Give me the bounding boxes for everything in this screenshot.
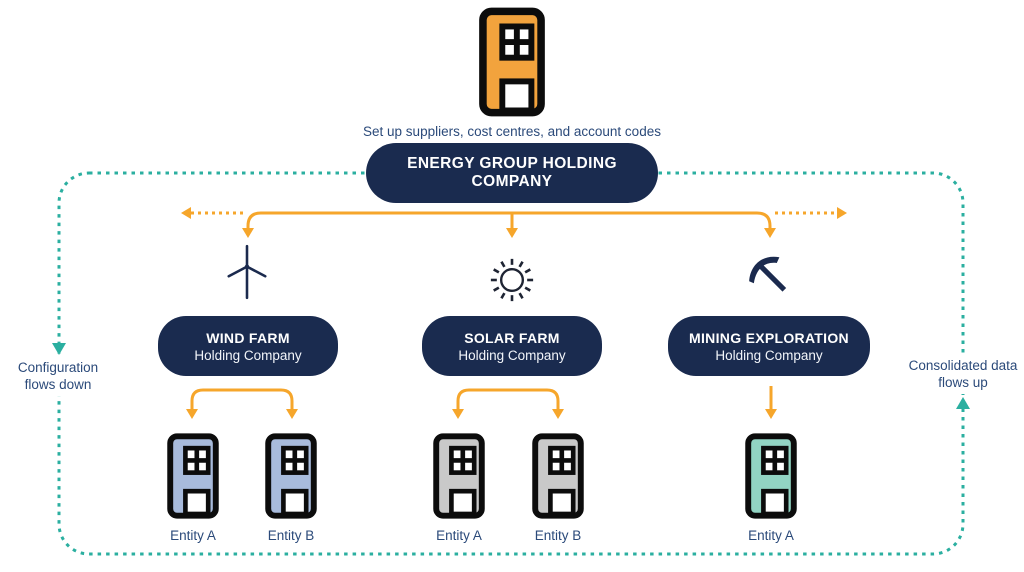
wind-farm-pill: WIND FARM Holding Company bbox=[158, 316, 338, 376]
wind-farm-title: WIND FARM bbox=[206, 329, 290, 346]
solar-farm-subtitle: Holding Company bbox=[458, 347, 566, 363]
mining-entity-a-building-icon bbox=[744, 432, 798, 520]
flow-down-arrowhead bbox=[52, 343, 66, 355]
sun-icon bbox=[486, 254, 538, 306]
wind-entity-b-arrowhead bbox=[286, 409, 298, 419]
configuration-flows-down-label: Configuration flows down bbox=[8, 356, 108, 396]
main-branch-line bbox=[246, 211, 772, 229]
root-caption: Set up suppliers, cost centres, and acco… bbox=[363, 124, 661, 139]
root-holding-pill: ENERGY GROUP HOLDING COMPANY bbox=[366, 143, 658, 203]
mining-exploration-pill: MINING EXPLORATION Holding Company bbox=[668, 316, 870, 376]
flow-left-line1: Configuration bbox=[17, 360, 99, 375]
left-arrowhead bbox=[181, 207, 191, 219]
mining-exploration-title: MINING EXPLORATION bbox=[689, 329, 849, 346]
branch-arrowhead-wind bbox=[242, 228, 254, 238]
flow-up-arrowhead bbox=[956, 397, 970, 409]
wind-entity-a-building-icon bbox=[166, 432, 220, 520]
mining-exploration-subtitle: Holding Company bbox=[715, 347, 823, 363]
wind-turbine-icon bbox=[221, 243, 273, 301]
solar-farm-pill: SOLAR FARM Holding Company bbox=[422, 316, 602, 376]
consolidated-data-flows-up-label: Consolidated data flows up bbox=[908, 354, 1018, 394]
mining-entity-a-label: Entity A bbox=[748, 528, 794, 543]
solar-entity-a-label: Entity A bbox=[436, 528, 482, 543]
flow-left-line2: flows down bbox=[24, 377, 92, 392]
solar-entities-bracket bbox=[456, 388, 560, 411]
mining-entity-arrowhead bbox=[765, 409, 777, 419]
solar-farm-title: SOLAR FARM bbox=[464, 329, 560, 346]
wind-entity-a-label: Entity A bbox=[170, 528, 216, 543]
solar-entity-b-building-icon bbox=[531, 432, 585, 520]
branch-arrowhead-mining bbox=[764, 228, 776, 238]
wind-entities-bracket bbox=[190, 388, 294, 411]
wind-entity-b-building-icon bbox=[264, 432, 318, 520]
solar-entity-a-building-icon bbox=[432, 432, 486, 520]
solar-entity-a-arrowhead bbox=[452, 409, 464, 419]
flow-right-line1: Consolidated data bbox=[908, 358, 1018, 373]
flow-right-line2: flows up bbox=[938, 375, 988, 390]
wind-entity-b-label: Entity B bbox=[267, 528, 315, 543]
wind-farm-subtitle: Holding Company bbox=[194, 347, 302, 363]
pickaxe-icon bbox=[745, 251, 795, 301]
solar-entity-b-arrowhead bbox=[552, 409, 564, 419]
solar-entity-b-label: Entity B bbox=[534, 528, 582, 543]
branch-arrowhead-solar bbox=[506, 228, 518, 238]
root-building-icon bbox=[476, 6, 548, 118]
right-arrowhead bbox=[837, 207, 847, 219]
wind-entity-a-arrowhead bbox=[186, 409, 198, 419]
